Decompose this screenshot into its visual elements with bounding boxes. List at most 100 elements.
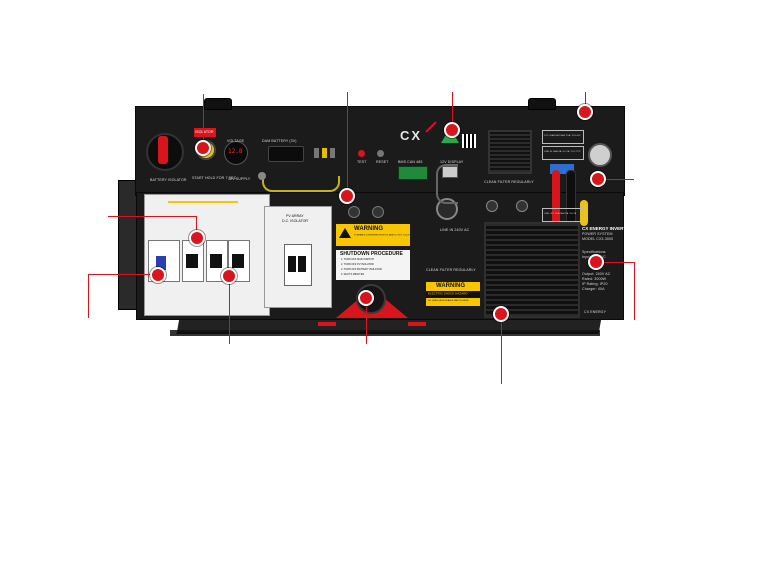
hotspot-mcb-breakers[interactable] xyxy=(221,268,237,284)
spec-line-3: Output: 240V AC xyxy=(582,272,611,276)
warning-label xyxy=(336,224,410,246)
pv-connector-left[interactable] xyxy=(348,206,360,218)
callout-line-mcb xyxy=(229,276,230,344)
callout-line-rcd-v xyxy=(88,274,89,318)
grey-cable xyxy=(436,164,458,204)
shutdown-step-2: 2. TURN OFF PV ISOLATOR xyxy=(341,263,374,266)
warning-triangle-icon xyxy=(339,228,351,238)
battery-isolator-key[interactable] xyxy=(158,136,168,164)
pv-isolator-toggle-1[interactable] xyxy=(288,256,296,272)
base-red-accent-1 xyxy=(318,322,336,326)
voltage-readout: 12.8 xyxy=(228,148,243,155)
faint-caption-5: Easy xyxy=(306,402,335,417)
test-button[interactable] xyxy=(358,150,365,157)
callout-line-isolator xyxy=(203,94,204,148)
callout-line-spec-v xyxy=(634,262,635,320)
callout-line-rcd-label xyxy=(108,216,196,217)
callout-line-inlet xyxy=(598,179,634,180)
supply-12v-label: 12V SUPPLY xyxy=(228,177,251,181)
mcb-toggle-1[interactable] xyxy=(186,254,198,268)
carry-handle-left xyxy=(204,98,232,110)
dam-battery-slot xyxy=(268,146,304,162)
main-cooling-fan xyxy=(484,222,580,318)
callout-line-earth xyxy=(347,92,348,196)
hotspot-rcd-breaker[interactable] xyxy=(150,267,166,283)
faint-caption-3: Tool xyxy=(332,360,356,375)
faint-caption-4: plug a xyxy=(322,380,358,395)
red-battery-cable xyxy=(552,170,560,226)
pv-isolator-toggle-2[interactable] xyxy=(298,256,306,272)
inverter-sub: POWER SYSTEM xyxy=(582,232,613,236)
faint-caption-2: S xyxy=(272,378,281,393)
spec-line-4: Rated: 3000W xyxy=(582,277,607,281)
spec-line-5: IP Rating: IP20 xyxy=(582,282,608,286)
shutdown-procedure-card xyxy=(336,250,410,280)
spec-line-6: Charger: 40A xyxy=(582,287,605,291)
line-in-info-box xyxy=(542,146,584,160)
warning2-title: WARNING xyxy=(436,283,465,289)
hotspot-cable-gland[interactable] xyxy=(358,290,374,306)
callout-line-cert xyxy=(452,92,453,130)
display-label: 12V DISPLAY xyxy=(440,160,464,164)
voltage-meter xyxy=(224,141,248,165)
pv-isolator-label: D.C. ISOLATOR xyxy=(282,219,309,223)
line-out-label: LINE OUT 10A/16A 25A / 16.7A xyxy=(544,212,577,215)
electric-shock-band xyxy=(426,291,480,298)
hotspot-top-right-mount[interactable] xyxy=(577,104,593,120)
base-red-accent-2 xyxy=(408,322,426,326)
clean-filter-top-label: CLEAN FILTER REGULARLY xyxy=(484,180,534,184)
start-hold-label: START HOLD FOR 7 SEC xyxy=(192,176,237,180)
warning-text: PV ARRAYS & INVERTERS HIGH VOLTAGE DO NO… xyxy=(354,234,410,237)
earth-terminal xyxy=(258,172,266,180)
rcd-toggle[interactable] xyxy=(156,256,166,270)
test-label: TEST xyxy=(357,160,367,164)
earth-cable xyxy=(262,176,340,192)
warning-title: WARNING xyxy=(354,226,383,232)
dc-charger-info-box xyxy=(542,130,584,144)
dc-charger-label: 12V CHARGER MAX 25A / 50-100V xyxy=(544,134,581,137)
shutdown-step-3: 3. TURN OFF BATTERY ISOLATOR xyxy=(341,268,382,271)
callout-line-top-right xyxy=(585,92,586,110)
fuse-indicators xyxy=(314,148,344,158)
dam-battery-label: DAM BATTERY (3V) xyxy=(262,139,297,143)
callout-line-knob xyxy=(366,300,367,344)
faint-caption-1: ck xyxy=(268,360,281,375)
top-cooling-fan xyxy=(488,130,532,174)
callout-line-fan xyxy=(501,316,502,384)
isolator-badge-text: ISOLATOR xyxy=(195,130,214,134)
carry-handle-right xyxy=(528,98,556,110)
hotspot-rcd-label[interactable] xyxy=(189,230,205,246)
shutdown-step-4: 4. WAIT 5 MINUTES xyxy=(341,273,365,276)
bms-labels: BMS CAN 485 xyxy=(398,160,423,164)
battery-isolator-label: BATTERY ISOLATOR xyxy=(150,178,187,182)
hotspot-earth-connection[interactable] xyxy=(339,188,355,204)
pv-connector-right[interactable] xyxy=(372,206,384,218)
hotspot-spec-label[interactable] xyxy=(588,254,604,270)
bms-terminal-block xyxy=(398,166,428,180)
brand-small-bottom: CX ENERGY xyxy=(584,310,607,314)
mcb-toggle-2[interactable] xyxy=(210,254,222,268)
battery-terminal-neg[interactable] xyxy=(486,200,498,212)
spec-line-1: Specifications xyxy=(582,250,606,254)
battery-terminal-pos[interactable] xyxy=(516,200,528,212)
hotspot-certification[interactable] xyxy=(444,122,460,138)
callout-line-rcd-label-v xyxy=(196,216,197,238)
hotspot-battery-isolator[interactable] xyxy=(195,140,211,156)
reset-button[interactable] xyxy=(377,150,384,157)
reset-label: RESET xyxy=(376,160,389,164)
brand-logo: CX xyxy=(400,128,423,143)
faint-caption-6: ing xyxy=(338,446,356,461)
electric-shock-text: ELECTRIC SHOCK HAZARD xyxy=(428,292,468,296)
clean-filter-mid-label: CLEAN FILTER REGULARLY xyxy=(426,268,476,272)
shutdown-step-1: 1. TURN OFF MAIN SWITCH xyxy=(341,258,375,261)
inverter-title: CX ENERGY INVERTER xyxy=(582,226,633,231)
isolator-badge xyxy=(194,128,216,137)
line-in-terminals xyxy=(550,164,574,174)
mcb-toggle-3[interactable] xyxy=(232,254,244,268)
yellow-earth-cable xyxy=(580,200,588,226)
line-in-small-label: LINE IN 240V AC xyxy=(440,228,470,232)
ac-inlet-port[interactable] xyxy=(588,143,612,167)
hotspot-main-fan[interactable] xyxy=(493,306,509,322)
base-tray-shadow xyxy=(170,330,600,336)
hotspot-ac-inlet[interactable] xyxy=(590,171,606,187)
